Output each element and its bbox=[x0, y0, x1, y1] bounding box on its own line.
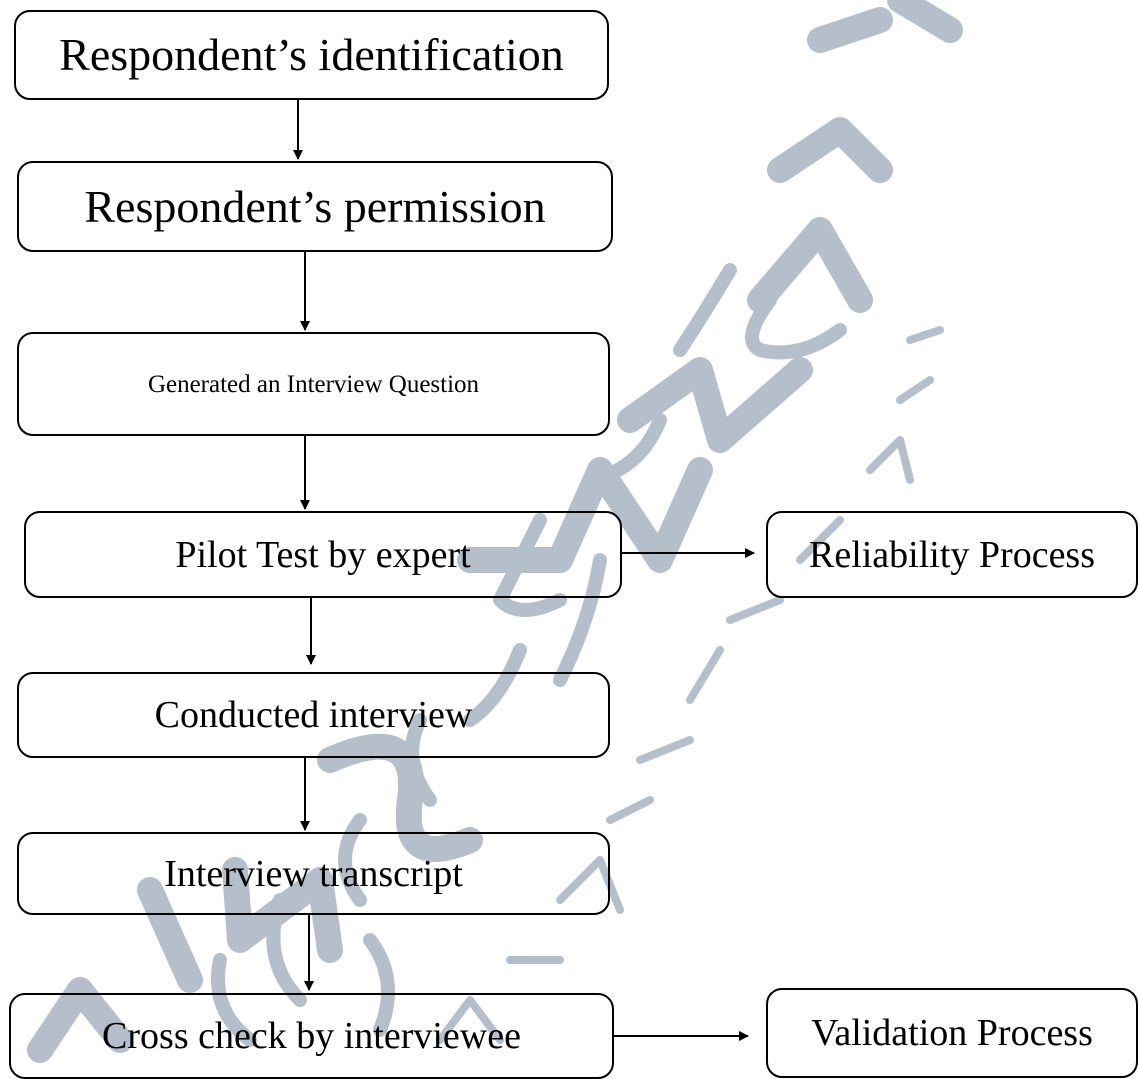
watermark-letters bbox=[27, 0, 963, 1063]
step-respondent-identification: Respondent’s identification bbox=[14, 10, 609, 100]
validation-process: Validation Process bbox=[766, 988, 1138, 1078]
step-label: Respondent’s permission bbox=[84, 180, 546, 232]
step-interview-transcript: Interview transcript bbox=[17, 832, 610, 915]
step-label: Conducted interview bbox=[154, 694, 473, 736]
side-process-label: Reliability Process bbox=[808, 533, 1096, 576]
step-generate-interview-question: Generated an Interview Question bbox=[17, 332, 610, 436]
step-conducted-interview: Conducted interview bbox=[17, 672, 610, 758]
step-label: Generated an Interview Question bbox=[147, 370, 480, 398]
watermark-small-letters bbox=[436, 326, 944, 1044]
step-label: Cross check by interviewee bbox=[102, 1015, 521, 1057]
step-pilot-test: Pilot Test by expert bbox=[24, 511, 622, 598]
reliability-process: Reliability Process bbox=[766, 511, 1138, 598]
step-label: Pilot Test by expert bbox=[175, 533, 471, 576]
step-label: Interview transcript bbox=[164, 852, 463, 895]
step-respondent-permission: Respondent’s permission bbox=[17, 161, 613, 252]
side-process-label: Validation Process bbox=[811, 1012, 1093, 1054]
watermark-calligraphy bbox=[211, 263, 847, 1047]
step-label: Respondent’s identification bbox=[59, 29, 564, 80]
step-cross-check: Cross check by interviewee bbox=[9, 993, 614, 1079]
